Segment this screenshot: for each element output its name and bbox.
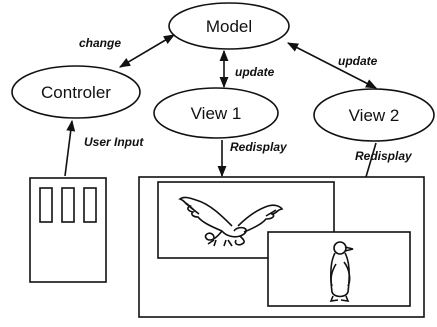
change-arrow: [119, 34, 175, 68]
eagle-icon: [178, 196, 284, 247]
controller-node: Controler: [11, 65, 141, 119]
user-input-arrow: [64, 119, 76, 177]
model-label: Model: [206, 17, 252, 36]
update-view1-label: update: [235, 65, 275, 79]
penguin-icon: [329, 241, 354, 302]
update-view2-arrow: [287, 42, 377, 89]
model-node: Model: [168, 2, 290, 50]
controller-label: Controler: [41, 83, 111, 102]
change-label: change: [79, 36, 121, 50]
input-device-icon: [29, 177, 107, 283]
penguin-window: [267, 231, 411, 307]
update-view2-label: update: [338, 54, 378, 68]
view2-label: View 2: [349, 106, 400, 125]
redisplay-view2-label: Redisplay: [355, 149, 413, 163]
view2-node: View 2: [313, 88, 435, 142]
display-screen: [138, 176, 425, 318]
redisplay-view1-label: Redisplay: [230, 140, 288, 154]
view1-label: View 1: [191, 104, 242, 123]
user-input-label: User Input: [84, 135, 144, 149]
view1-node: View 1: [153, 87, 279, 139]
